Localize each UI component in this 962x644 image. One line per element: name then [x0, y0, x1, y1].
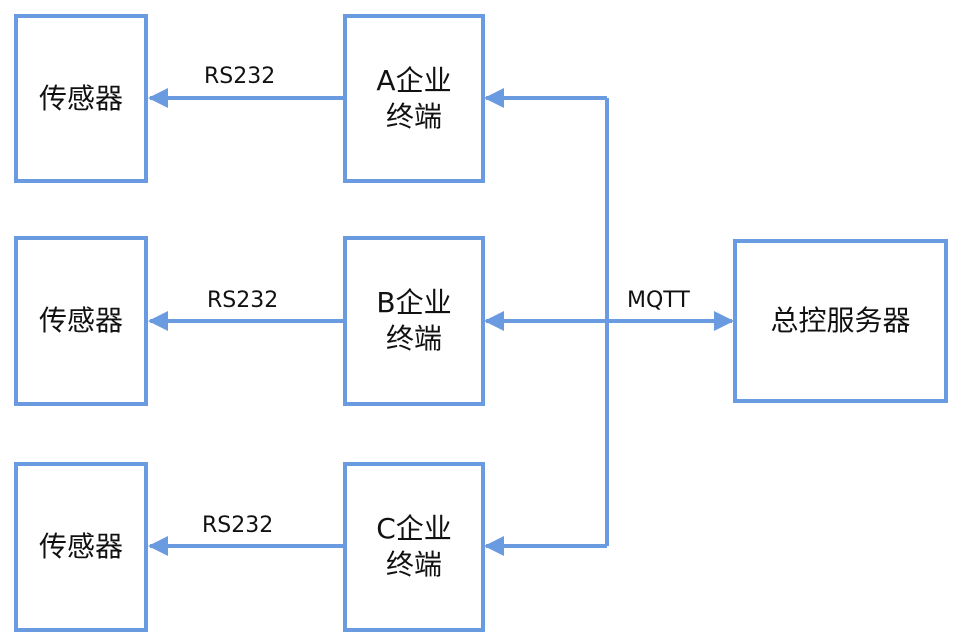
- terminal-name: A企业: [376, 63, 452, 97]
- terminal-box-c: C企业 终端: [343, 462, 485, 632]
- mqtt-label: MQTT: [627, 288, 690, 313]
- terminal-name: B企业: [376, 286, 452, 319]
- sensor-box-b: 传感器: [14, 236, 148, 406]
- sensor-label: 传感器: [38, 81, 123, 115]
- terminal-type: 终端: [385, 548, 442, 581]
- sensor-box-c: 传感器: [14, 462, 148, 632]
- terminal-box-b: B企业 终端: [343, 236, 485, 406]
- rs232-label-b: RS232: [207, 288, 279, 313]
- sensor-label: 传感器: [38, 304, 123, 337]
- rs232-label-a: RS232: [204, 64, 276, 89]
- server-box: 总控服务器: [733, 239, 948, 403]
- terminal-type: 终端: [385, 322, 442, 355]
- sensor-box-a: 传感器: [14, 14, 148, 183]
- terminal-box-a: A企业 终端: [343, 14, 485, 183]
- server-label: 总控服务器: [770, 304, 911, 337]
- terminal-type: 终端: [385, 99, 442, 133]
- sensor-label: 传感器: [38, 530, 123, 563]
- terminal-name: C企业: [376, 512, 452, 545]
- rs232-label-c: RS232: [202, 513, 274, 538]
